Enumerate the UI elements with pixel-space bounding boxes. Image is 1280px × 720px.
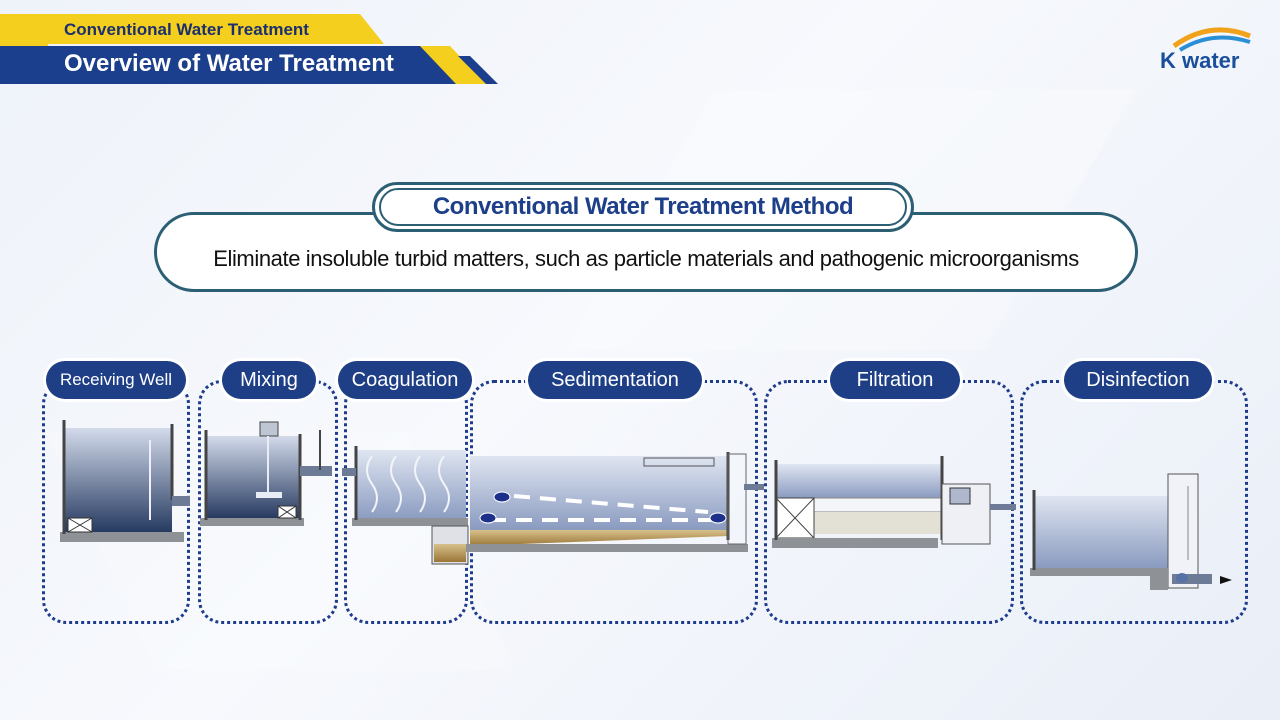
receiving-well-tank: [60, 420, 190, 542]
kwater-logo: K water: [1160, 26, 1252, 78]
stage-label-sedimentation: Sedimentation: [528, 361, 702, 399]
logo-text: K water: [1160, 48, 1240, 73]
stage-label-filtration: Filtration: [830, 361, 960, 399]
method-title-box: Conventional Water Treatment Method: [372, 182, 914, 232]
disinfection-tank: [1030, 473, 1232, 590]
stage-label-disinfection: Disinfection: [1064, 361, 1212, 399]
sedimentation-tank: [466, 452, 764, 552]
mixing-tank: [200, 421, 332, 526]
header-subtitle: Conventional Water Treatment: [64, 20, 309, 39]
filtration-tank: [772, 456, 1016, 548]
stage-label-mixing: Mixing: [222, 361, 316, 399]
page-title: Overview of Water Treatment: [64, 50, 394, 77]
coagulation-tank: [342, 446, 469, 565]
method-title: Conventional Water Treatment Method: [379, 188, 907, 226]
logo-wave-icon: [1172, 27, 1251, 52]
header-banner-shape: [0, 14, 498, 84]
stage-label-receiving-well: Receiving Well: [46, 361, 186, 399]
method-description: Eliminate insoluble turbid matters, such…: [213, 246, 1079, 271]
stage-label-coagulation: Coagulation: [338, 361, 472, 399]
header-banner: Conventional Water Treatment Overview of…: [0, 0, 520, 90]
